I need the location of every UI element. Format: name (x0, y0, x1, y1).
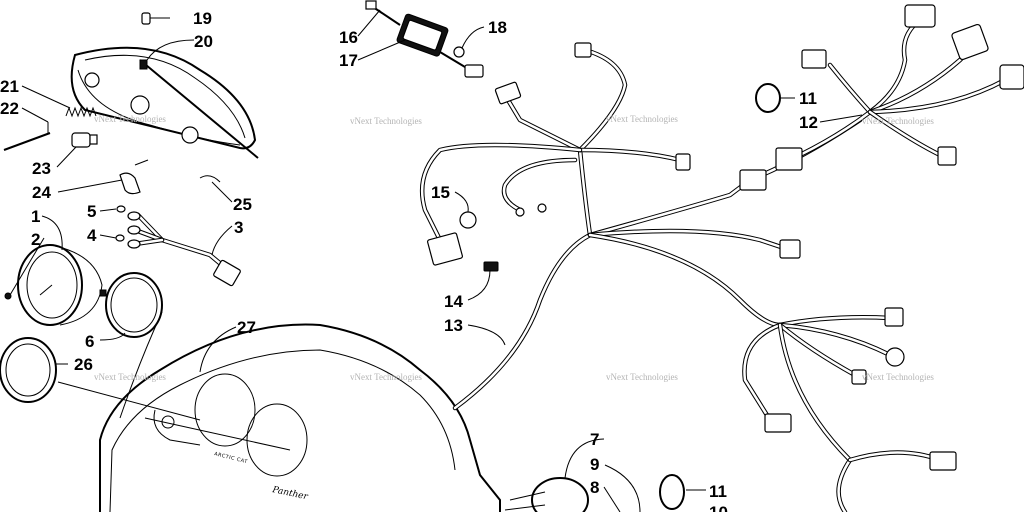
watermarks: vNext Technologies vNext Technologies vN… (94, 114, 934, 382)
callout-21: 21 (0, 77, 19, 96)
callout-14: 14 (444, 292, 463, 311)
callout-26: 26 (74, 355, 93, 374)
callout-18: 18 (488, 18, 507, 37)
regulator-assembly (365, 0, 484, 78)
main-wiring-harness (419, 42, 957, 512)
callout-27: 27 (237, 318, 256, 337)
callout-9: 9 (590, 455, 599, 474)
callout-11-lower: 11 (709, 482, 727, 501)
harness-wires (419, 47, 943, 512)
lower-fitting-parts (504, 474, 685, 512)
console-brand-stamp: ARCTIC CAT (214, 451, 249, 465)
callout-24: 24 (32, 183, 51, 202)
headlight-assembly (3, 12, 259, 195)
callout-3: 3 (234, 218, 243, 237)
callout-2: 2 (31, 230, 40, 249)
callout-19: 19 (193, 9, 212, 28)
callout-15: 15 (431, 183, 450, 202)
sub-harness-upper-right (755, 4, 1024, 171)
gauge-sub-harness (115, 205, 241, 287)
watermark: vNext Technologies (350, 372, 422, 382)
callout-numbers: 19 20 21 22 23 24 25 1 2 5 4 3 6 27 26 1… (0, 9, 818, 512)
callout-20: 20 (194, 32, 213, 51)
gauge-assembly (0, 244, 163, 403)
callout-22: 22 (0, 99, 19, 118)
watermark: vNext Technologies (862, 116, 934, 126)
watermark: vNext Technologies (94, 114, 166, 124)
console-signature: Panther (270, 485, 309, 503)
callout-4: 4 (87, 226, 97, 245)
callout-6: 6 (85, 332, 94, 351)
callout-10: 10 (709, 503, 728, 512)
callout-1: 1 (31, 207, 40, 226)
callout-11-upper: 11 (799, 89, 817, 108)
harness-connectors (426, 42, 957, 471)
callout-23: 23 (32, 159, 51, 178)
watermark: vNext Technologies (350, 116, 422, 126)
console-lettering: ARCTIC CAT Panther (214, 451, 310, 502)
callout-8: 8 (590, 478, 599, 497)
callout-7: 7 (590, 430, 599, 449)
callout-12: 12 (799, 113, 818, 132)
callout-5: 5 (87, 202, 96, 221)
console-panel (99, 323, 501, 512)
watermark: vNext Technologies (94, 372, 166, 382)
watermark: vNext Technologies (606, 372, 678, 382)
callout-17: 17 (339, 51, 358, 70)
watermark: vNext Technologies (862, 372, 934, 382)
watermark: vNext Technologies (606, 114, 678, 124)
callout-16: 16 (339, 28, 358, 47)
callout-25: 25 (233, 195, 252, 214)
callout-13: 13 (444, 316, 463, 335)
callout-leader-lines (9, 9, 863, 512)
